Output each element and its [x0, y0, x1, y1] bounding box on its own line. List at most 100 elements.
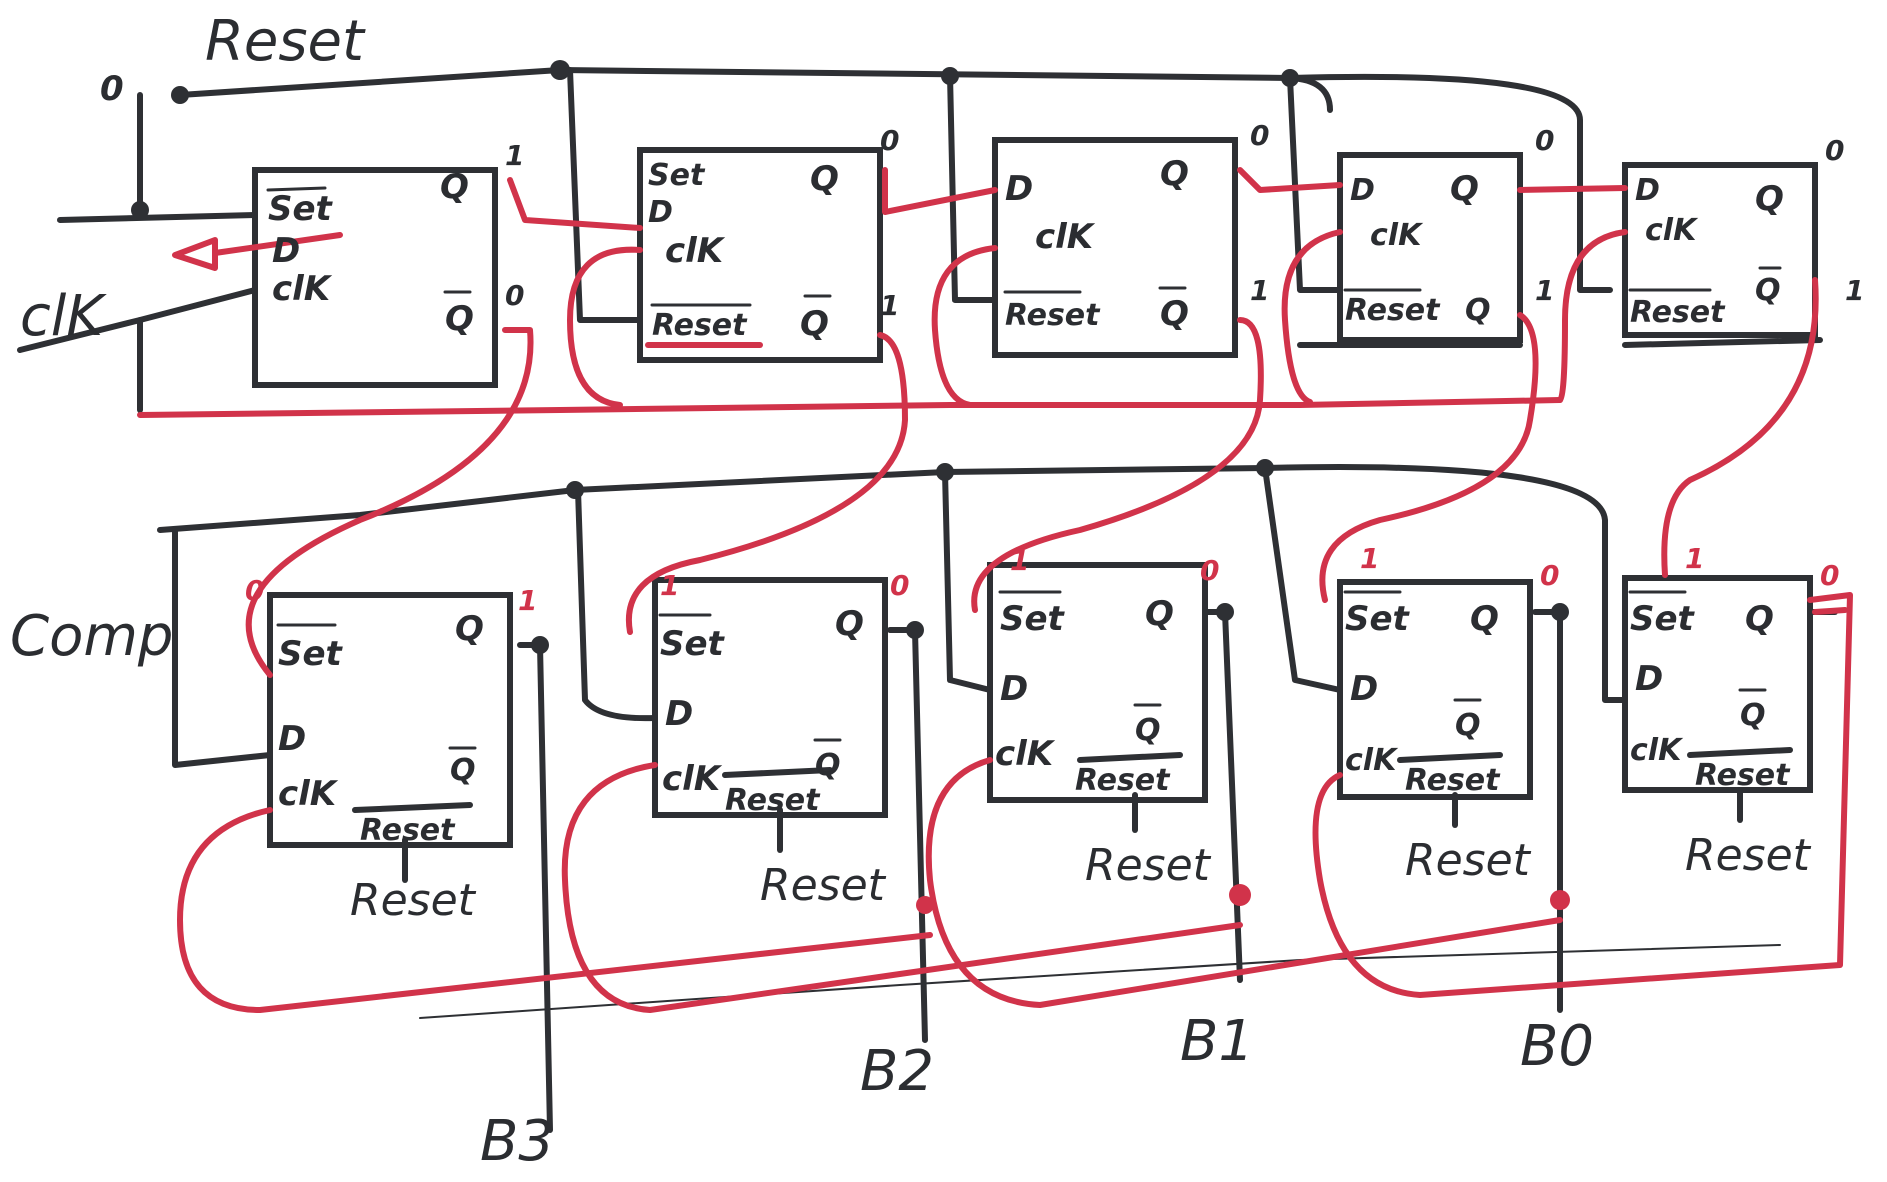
pin-q: Q [1470, 599, 1499, 639]
bit-label-b2: B2 [860, 1039, 934, 1104]
pin-clk: clK [278, 774, 339, 814]
ff-top-3-pins: D clK Reset Q Q 0 1 [1005, 119, 1269, 334]
set-value: 1 [1360, 542, 1379, 575]
pin-qbar: Q [800, 304, 829, 344]
top-junctions [131, 60, 1299, 219]
pin-clk: clK [995, 734, 1056, 774]
reset-under-label: Reset [760, 860, 887, 911]
pin-clk: clK [662, 759, 723, 799]
junction-dot [916, 896, 934, 914]
junction-dot [1229, 884, 1251, 906]
qbar-value: 1 [1250, 274, 1269, 307]
q-value: 0 [890, 569, 909, 602]
ff-top-5 [1622, 162, 1818, 338]
q-value: 1 [505, 139, 524, 172]
junction-dot [1216, 603, 1234, 621]
pin-reset: Reset [725, 783, 821, 818]
reset-under-label: Reset [350, 875, 477, 926]
pin-qbar: Q [1465, 293, 1491, 328]
bit-label-b0: B0 [1520, 1014, 1594, 1079]
pin-reset: Reset [1075, 763, 1171, 798]
pin-clk: clK [1345, 743, 1399, 778]
bit-label-b1: B1 [1180, 1009, 1254, 1074]
pin-d: D [1350, 173, 1375, 208]
pin-clk: clK [272, 269, 333, 309]
ff-bottom-2 [652, 577, 888, 818]
q-value: 0 [1200, 554, 1219, 587]
junction-dot [1281, 69, 1299, 87]
pin-set: Set [1000, 599, 1066, 639]
zero-label: 0 [100, 69, 124, 109]
pin-set: Set [278, 634, 344, 674]
bottom-junctions [531, 459, 1569, 654]
reset-under-label: Reset [1085, 840, 1212, 891]
pin-q: Q [1160, 154, 1189, 194]
pin-q: Q [810, 159, 839, 199]
qbar-value: 0 [505, 279, 524, 312]
q-value: 0 [1540, 559, 1559, 592]
pin-qbar: Q [445, 299, 474, 339]
pin-reset: Reset [652, 308, 748, 343]
ff-top-1-pins: Set D clK Q Q 1 0 [268, 139, 524, 339]
pin-set: Set [660, 624, 726, 664]
clk-label: clK [20, 284, 107, 349]
ff-top-2-pins: Set D clK Reset Q Q 0 1 [648, 124, 899, 344]
comp-label: Comp [10, 604, 173, 669]
ff-bottom-2-pins: 1 Set D clK Reset Q Q 0 Reset [660, 569, 909, 911]
pin-qbar: Q [1160, 294, 1189, 334]
pin-d: D [272, 231, 300, 271]
set-value: 1 [660, 569, 679, 602]
pin-reset: Reset [1005, 298, 1101, 333]
pin-q: Q [835, 604, 864, 644]
top-flip-flops [252, 137, 1818, 388]
pin-d: D [1000, 669, 1028, 709]
ff-bottom-4 [1337, 579, 1533, 800]
pin-q: Q [1755, 179, 1784, 219]
ff-bottom-5 [1622, 575, 1813, 793]
ff-bottom-1 [267, 592, 513, 848]
junction-dot [131, 201, 149, 219]
pin-qbar: Q [815, 748, 841, 783]
pin-d: D [1350, 669, 1378, 709]
q-value: 0 [1250, 119, 1269, 152]
junction-dot [566, 481, 584, 499]
red-junctions [916, 884, 1570, 914]
junction-dot [550, 60, 570, 80]
pin-q: Q [455, 609, 484, 649]
ff-bottom-1-pins: 0 Set D clK Reset Q Q 1 Reset [245, 574, 537, 926]
pin-clk: clK [1645, 213, 1699, 248]
qbar-value: 1 [880, 289, 899, 322]
pin-clk: clK [665, 231, 726, 271]
junction-dot [531, 636, 549, 654]
ff-bottom-5-pins: 1 Set D clK Reset Q Q 0 Reset [1630, 542, 1839, 881]
set-value: 0 [245, 574, 264, 607]
junction-dot [1550, 890, 1570, 910]
pin-qbar: Q [1755, 273, 1781, 308]
q-value: 0 [1820, 559, 1839, 592]
pin-qbar: Q [1740, 698, 1766, 733]
ff-top-4 [1337, 152, 1523, 343]
pin-qbar: Q [450, 753, 476, 788]
pin-set: Set [268, 189, 334, 229]
reset-label: Reset [205, 9, 366, 74]
pin-set: Set [1345, 599, 1411, 639]
qbar-value: 1 [1845, 274, 1864, 307]
ff-bottom-3-pins: 1 Set D clK Reset Q Q 0 Reset [995, 544, 1219, 891]
pin-q: Q [1450, 169, 1479, 209]
pin-reset: Reset [1345, 293, 1441, 328]
junction-dot [941, 67, 959, 85]
ff-top-4-pins: D clK Reset Q Q 0 1 [1345, 124, 1554, 328]
ff-top-1 [252, 167, 498, 388]
junction-dot [906, 621, 924, 639]
pin-d: D [1635, 659, 1663, 699]
set-value: 1 [1685, 542, 1704, 575]
pin-d: D [648, 195, 673, 230]
pin-q: Q [1745, 599, 1774, 639]
set-value: 1 [1010, 544, 1029, 577]
pin-qbar: Q [1455, 708, 1481, 743]
reset-under-label: Reset [1405, 835, 1532, 886]
ff-bottom-3 [987, 562, 1208, 803]
pin-clk: clK [1370, 218, 1424, 253]
pin-reset: Reset [1405, 763, 1501, 798]
